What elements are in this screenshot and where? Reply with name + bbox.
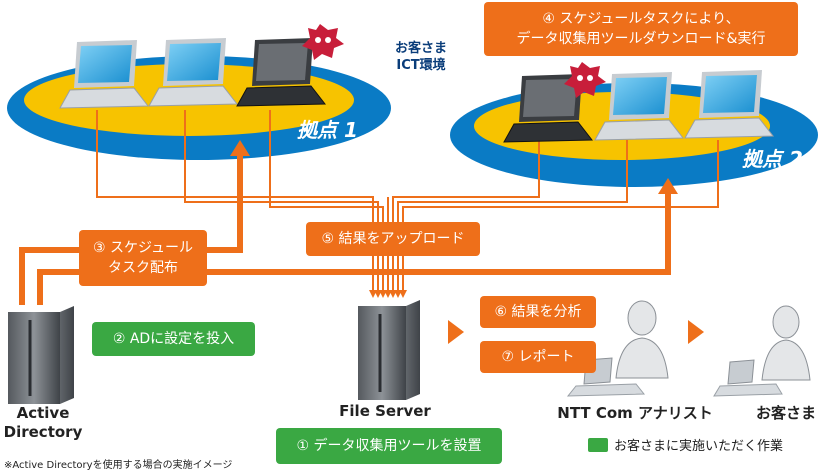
customer-icon xyxy=(713,305,811,397)
arrowhead-site2 xyxy=(658,178,678,194)
environment-label: お客さま ICT環境 xyxy=(394,41,447,73)
legend-swatch xyxy=(588,438,608,452)
site-2-label: 拠点 2 xyxy=(742,147,803,171)
step-4-box: ④ スケジュールタスクにより、 データ収集用ツールダウンロード&実行 xyxy=(484,2,798,56)
laptop-icon xyxy=(594,72,685,141)
arrowhead-site1 xyxy=(230,140,250,156)
step-5-box: ⑤ 結果をアップロード xyxy=(306,222,480,256)
step-2-box: ② ADに設定を投入 xyxy=(92,322,255,356)
step-3-box: ③ スケジュール タスク配布 xyxy=(79,230,207,286)
laptop-icon xyxy=(59,40,150,109)
ad-label: Active Directory xyxy=(3,404,83,441)
upload-arrowheads xyxy=(369,290,407,298)
analyst-icon xyxy=(566,300,669,397)
laptop-icon xyxy=(236,38,327,107)
file-server-label: File Server xyxy=(339,402,431,420)
step-7-box: ⑦ レポート xyxy=(480,341,596,373)
laptop-icon xyxy=(684,70,775,139)
server-icon-ad xyxy=(8,306,74,404)
flow-arrow-2 xyxy=(688,320,704,344)
malware-icon xyxy=(302,24,344,60)
analyst-label: NTT Com アナリスト xyxy=(557,404,713,422)
legend-text: お客さまに実施いただく作業 xyxy=(614,439,784,454)
flow-arrow-1 xyxy=(448,320,464,344)
malware-icon xyxy=(564,62,606,98)
footnote: ※Active Directoryを使用する場合の実施イメージ xyxy=(4,460,233,471)
laptop-icon xyxy=(503,74,594,143)
step-6-box: ⑥ 結果を分析 xyxy=(480,296,596,328)
customer-label: お客さま xyxy=(755,404,816,422)
step-1-box: ① データ収集用ツールを設置 xyxy=(276,428,502,464)
server-icon-file xyxy=(358,300,420,400)
laptop-icon xyxy=(148,38,239,107)
site-1-label: 拠点 1 xyxy=(297,118,358,142)
